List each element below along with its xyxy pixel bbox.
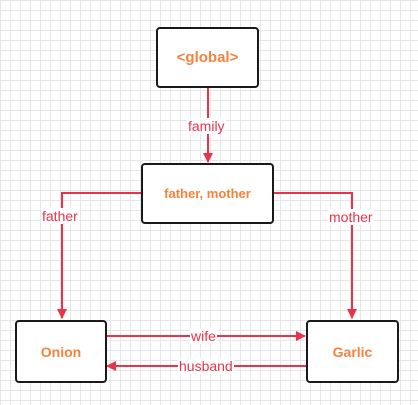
edge-father-line	[57, 192, 141, 319]
node-global[interactable]: <global>	[156, 27, 259, 88]
edge-label-husband: husband	[178, 358, 234, 374]
node-onion[interactable]: Onion	[15, 320, 107, 383]
node-parents[interactable]: father, mother	[141, 163, 274, 224]
edge-label-family: family	[187, 118, 226, 134]
edge-label-father: father	[41, 208, 79, 224]
edge-mother-line	[273, 192, 357, 319]
node-garlic[interactable]: Garlic	[306, 320, 399, 383]
edge-label-wife: wife	[190, 328, 217, 344]
edge-label-mother: mother	[328, 209, 374, 225]
